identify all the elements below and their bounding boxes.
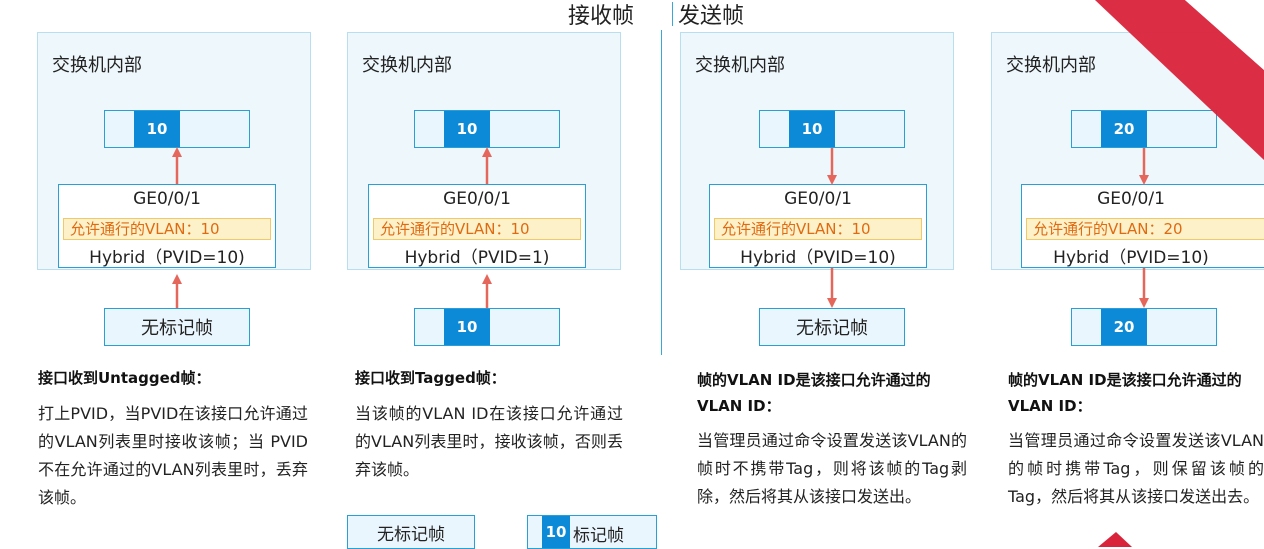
port-mode: Hybrid（PVID=1) <box>404 248 550 268</box>
legend-tagged-frame: 10 标记帧 <box>527 515 657 549</box>
port-box-2: GE0/0/1 允许通行的VLAN：10 Hybrid（PVID=1) <box>368 184 586 268</box>
port-box-3: GE0/0/1 允许通行的VLAN：10 Hybrid（PVID=10) <box>709 184 927 268</box>
allowed-vlan: 允许通行的VLAN：20 <box>1026 218 1264 240</box>
corner-ribbon <box>1095 0 1264 160</box>
legend-untagged-frame: 无标记帧 <box>347 515 475 549</box>
send-untag-heading: 帧的VLAN ID是该接口允许通过的VLAN ID： <box>697 371 931 415</box>
port-name: GE0/0/1 <box>443 189 511 209</box>
allowed-vlan: 允许通行的VLAN：10 <box>373 218 581 240</box>
port-name: GE0/0/1 <box>1097 189 1165 209</box>
port-mode: Hybrid（PVID=10) <box>740 248 896 268</box>
allowed-vlan: 允许通行的VLAN：10 <box>714 218 922 240</box>
internal-tagged-frame-2: 10 <box>414 110 560 148</box>
receive-untagged-heading: 接口收到Untagged帧： <box>38 369 211 387</box>
outgoing-tagged-frame-4: 20 <box>1071 308 1217 346</box>
legend-tagged-label: 标记帧 <box>573 526 624 546</box>
receive-tagged-description: 当该帧的VLAN ID在该接口允许通过的VLAN列表里时，接收该帧，否则丢弃该帧… <box>355 404 623 479</box>
vlan-id-tag: 10 <box>444 111 490 147</box>
panel-title: 交换机内部 <box>1006 55 1096 76</box>
internal-tagged-frame-3: 10 <box>759 110 905 148</box>
corner-ribbon-shade <box>1185 0 1264 70</box>
panel-title: 交换机内部 <box>695 55 785 76</box>
port-mode: Hybrid（PVID=10) <box>89 248 245 268</box>
panel-title: 交换机内部 <box>52 55 142 76</box>
port-name: GE0/0/1 <box>784 189 852 209</box>
internal-tagged-frame-4: 20 <box>1071 110 1217 148</box>
receive-untagged-description: 打上PVID，当PVID在该接口允许通过的VLAN列表里时接收该帧；当 PVID… <box>38 404 308 507</box>
vlan-id-tag: 20 <box>1101 309 1147 345</box>
vlan-id-tag: 20 <box>1101 111 1147 147</box>
port-box-1: GE0/0/1 允许通行的VLAN：10 Hybrid（PVID=10) <box>58 184 276 268</box>
send-tag-heading: 帧的VLAN ID是该接口允许通过的VLAN ID： <box>1008 371 1242 415</box>
send-tag-description: 当管理员通过命令设置发送该VLAN的帧时携带Tag，则保留该帧的Tag，然后将其… <box>1008 431 1264 506</box>
port-name: GE0/0/1 <box>133 189 201 209</box>
receive-frame-header: 接收帧 <box>568 4 635 29</box>
panel-title: 交换机内部 <box>362 55 452 76</box>
vlan-id-tag: 10 <box>789 111 835 147</box>
port-box-4: GE0/0/1 允许通行的VLAN：20 Hybrid（PVID=10) <box>1021 184 1264 268</box>
section-divider <box>661 30 662 355</box>
incoming-tagged-frame-2: 10 <box>414 308 560 346</box>
send-frame-header: 发送帧 <box>678 4 745 29</box>
outgoing-untagged-frame-3: 无标记帧 <box>759 308 905 346</box>
header-divider <box>672 2 673 26</box>
port-mode: Hybrid（PVID=10) <box>1053 248 1209 268</box>
send-untag-description: 当管理员通过命令设置发送该VLAN的帧时不携带Tag，则将该帧的Tag剥除，然后… <box>697 431 967 506</box>
receive-tagged-heading: 接口收到Tagged帧： <box>355 369 506 387</box>
legend-vid-tag: 10 <box>542 516 570 548</box>
vlan-id-tag: 10 <box>134 111 180 147</box>
corner-mark <box>1098 532 1132 547</box>
vlan-id-tag: 10 <box>444 309 490 345</box>
incoming-untagged-frame-1: 无标记帧 <box>104 308 250 346</box>
allowed-vlan: 允许通行的VLAN：10 <box>63 218 271 240</box>
